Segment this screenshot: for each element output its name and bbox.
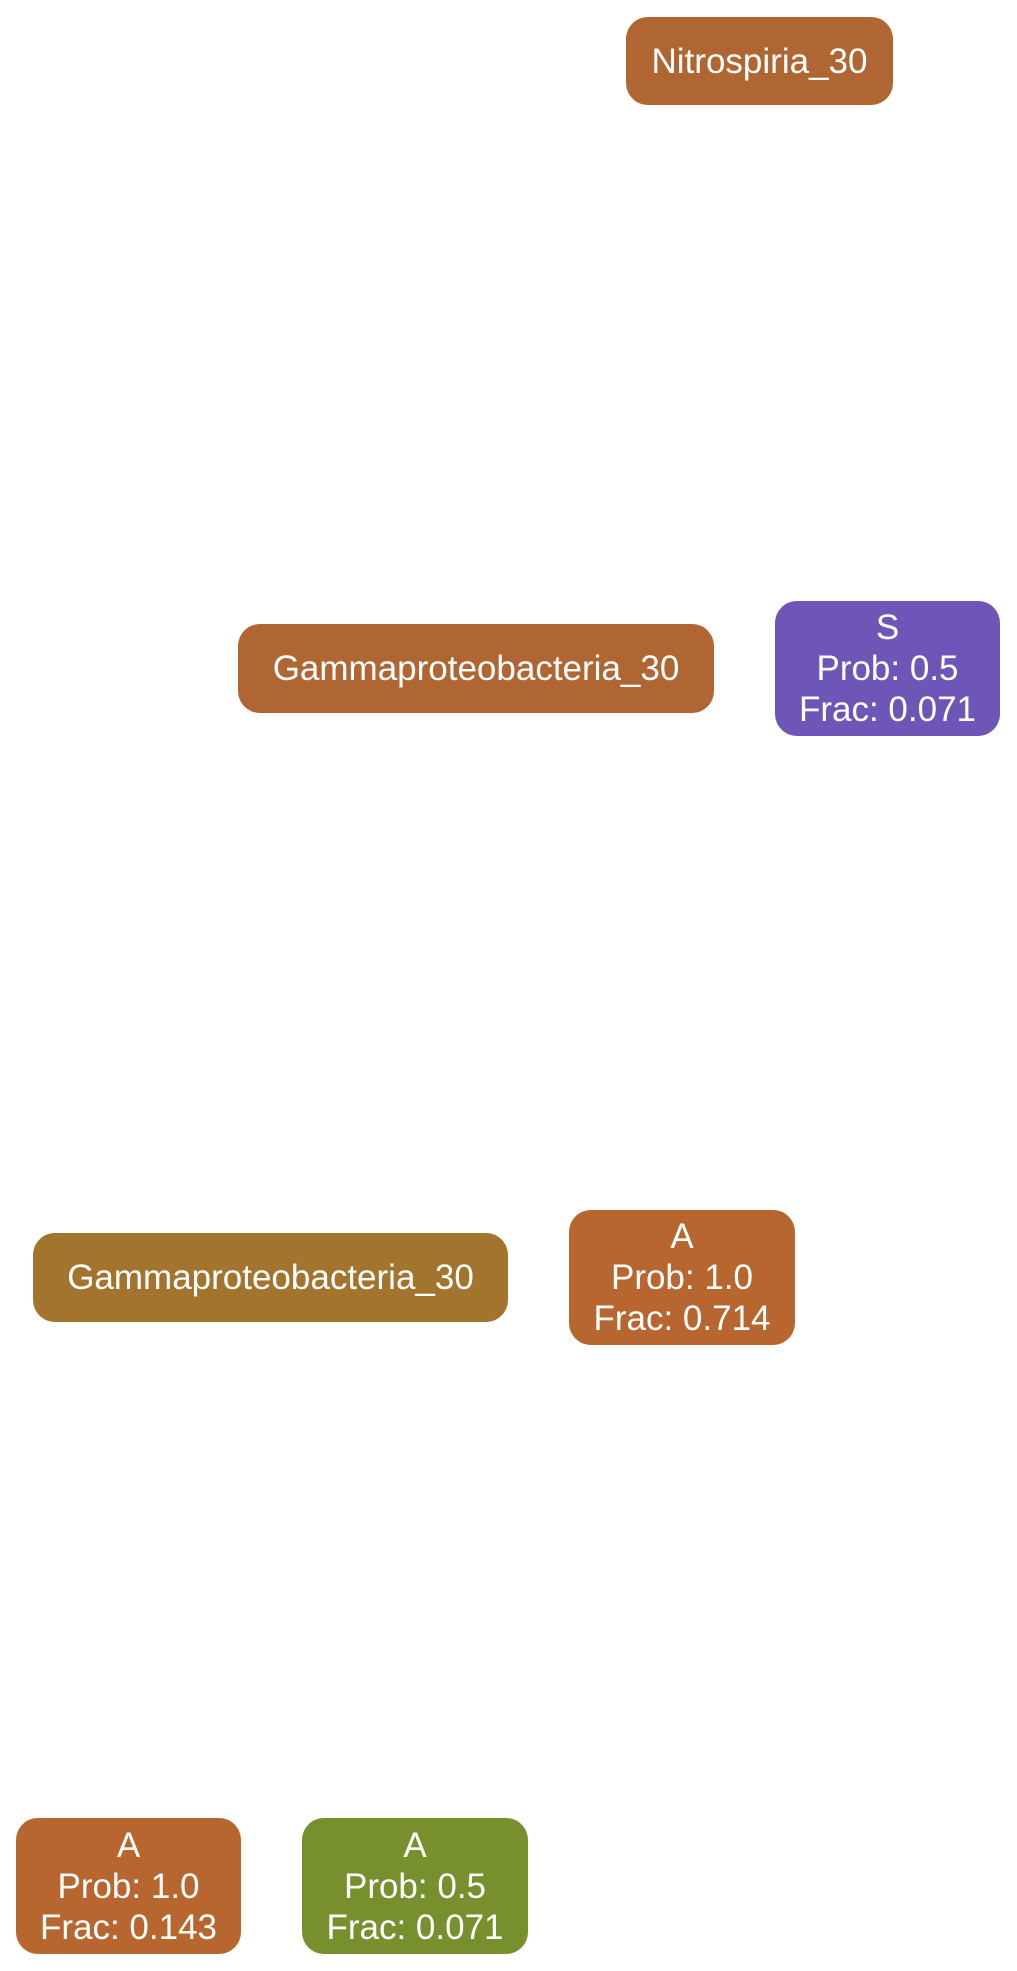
node-label: A <box>670 1217 694 1256</box>
node-label: Gammaproteobacteria_30 <box>67 1258 474 1297</box>
node-label: Nitrospiria_30 <box>651 41 868 81</box>
node-frac: Frac: 0.071 <box>326 1907 504 1947</box>
node-state-a-bottom-right: A Prob: 0.5 Frac: 0.071 <box>302 1818 528 1954</box>
node-label: A <box>403 1825 427 1865</box>
node-prob: Prob: 1.0 <box>57 1866 200 1906</box>
node-label: Gammaproteobacteria_30 <box>272 649 680 688</box>
node-prob: Prob: 0.5 <box>816 649 959 688</box>
node-label: A <box>116 1825 141 1865</box>
node-gammaproteobacteria-lower: Gammaproteobacteria_30 <box>33 1233 508 1322</box>
node-state-s: S Prob: 0.5 Frac: 0.071 <box>775 601 1000 736</box>
node-nitrospiria: Nitrospiria_30 <box>626 17 893 105</box>
node-prob: Prob: 0.5 <box>343 1866 487 1906</box>
node-frac: Frac: 0.714 <box>593 1299 771 1338</box>
node-frac: Frac: 0.071 <box>798 690 977 729</box>
node-frac: Frac: 0.143 <box>39 1907 218 1947</box>
node-state-a-bottom-left: A Prob: 1.0 Frac: 0.143 <box>16 1818 241 1954</box>
node-gammaproteobacteria-upper: Gammaproteobacteria_30 <box>238 624 714 713</box>
node-label: S <box>875 608 900 647</box>
node-prob: Prob: 1.0 <box>610 1258 754 1297</box>
node-state-a-middle: A Prob: 1.0 Frac: 0.714 <box>569 1210 795 1345</box>
